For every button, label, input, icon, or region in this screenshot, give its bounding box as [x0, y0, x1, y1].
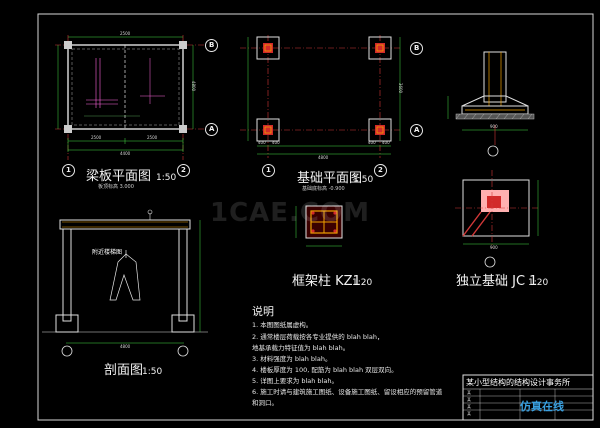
- axis-a-bubble: [205, 123, 218, 136]
- foundation-axis-b-bubble: [410, 42, 423, 55]
- footing-title: 独立基础 JC 1: [456, 274, 538, 289]
- foundation-axis-b-label: B: [414, 44, 420, 52]
- foundation-plan-geometry: [240, 35, 401, 158]
- foundation-axis-a-bubble: [410, 124, 423, 137]
- section-dim: 4800: [120, 344, 131, 349]
- column-kz1-geometry: [295, 205, 343, 247]
- axis-b-bubble: [205, 39, 218, 52]
- title-block-cell-2: 某: [467, 397, 471, 402]
- axis-a-label: A: [209, 125, 215, 133]
- axis-1-label: 1: [66, 166, 71, 174]
- beam-plan-dim-1: 2500: [91, 135, 102, 140]
- footing-plan-geometry: [455, 170, 540, 268]
- footing-section-geometry: [447, 51, 535, 157]
- axis-2-label: 2: [181, 166, 186, 174]
- beam-plan-dim-top: 2500: [120, 31, 131, 36]
- beam-plan-dim-side: 4800: [191, 80, 197, 92]
- footing-scale: 1:20: [528, 278, 549, 288]
- beam-plan-scale: 1:50: [156, 173, 177, 183]
- foundation-dim-total: 4800: [318, 155, 329, 160]
- notes-title: 说明: [252, 305, 274, 318]
- note-line-8: 和洞口。: [252, 399, 278, 407]
- note-line-7: 6. 施工时请与建筑施工图纸、设备施工图纸、留设相应的预留管道: [252, 388, 443, 396]
- axis-b-label: B: [209, 41, 215, 49]
- foundation-plan-title: 基础平面图: [297, 171, 363, 186]
- foundation-plan-subtitle: 基础底标高 -0.900: [302, 186, 345, 192]
- foundation-dim-side: 3600: [398, 82, 404, 94]
- beam-plan-dim-total: 4400: [120, 151, 131, 156]
- title-block-company: 某小型结构的结构设计事务所: [466, 378, 570, 387]
- foundation-plan-scale: 1:50: [353, 175, 374, 185]
- title-block-cell-3: 某: [467, 404, 471, 409]
- beam-plan-geometry: [55, 35, 205, 160]
- sheet-border: [37, 13, 594, 421]
- footing-dim-section: 900: [490, 124, 498, 129]
- axis-2-bubble: [177, 164, 190, 177]
- watermark-site: 仿真在线: [520, 400, 564, 413]
- section-label: 附近楼梯图: [92, 249, 123, 256]
- column-title: 框架柱 KZ1: [292, 274, 361, 289]
- column-scale: 1:20: [352, 278, 373, 288]
- section-geometry: [42, 209, 208, 357]
- title-block-cell-4: 某: [467, 411, 471, 416]
- footing-dim-plan: 900: [490, 245, 498, 250]
- foundation-axis-2-label: 2: [378, 166, 383, 174]
- foundation-axis-2-bubble: [374, 164, 387, 177]
- note-line-4: 3. 材料强度为 blah blah。: [252, 355, 332, 363]
- beam-plan-subtitle: 板顶标高 3.000: [98, 184, 134, 190]
- axis-1-bubble: [62, 164, 75, 177]
- foundation-axis-a-label: A: [414, 126, 420, 134]
- title-block-geometry: [462, 374, 594, 421]
- title-block-cell-1: 某: [467, 390, 471, 395]
- note-line-2: 2. 通常楼层荷载按各专业提供的 blah blah，: [252, 333, 384, 341]
- note-line-3: 地基承载力特征值为 blah blah。: [252, 344, 350, 352]
- beam-plan-title: 梁板平面图: [86, 169, 152, 184]
- foundation-dim-2: 400: [272, 140, 280, 145]
- section-title: 剖面图: [104, 363, 144, 378]
- foundation-dim-4: 400: [382, 140, 390, 145]
- foundation-dim-1: 400: [258, 140, 266, 145]
- watermark-logo: 1CAE.COM: [210, 198, 370, 228]
- foundation-dim-3: 400: [368, 140, 376, 145]
- foundation-axis-1-label: 1: [266, 166, 271, 174]
- foundation-axis-1-bubble: [262, 164, 275, 177]
- note-line-6: 5. 详图上要求为 blah blah。: [252, 377, 338, 385]
- section-scale: 1:50: [142, 367, 163, 377]
- beam-plan-dim-2: 2500: [147, 135, 158, 140]
- note-line-1: 1. 本图图纸属虚构。: [252, 321, 313, 329]
- note-line-5: 4. 楼板厚度为 100, 配筋为 blah blah 双层双向。: [252, 366, 398, 374]
